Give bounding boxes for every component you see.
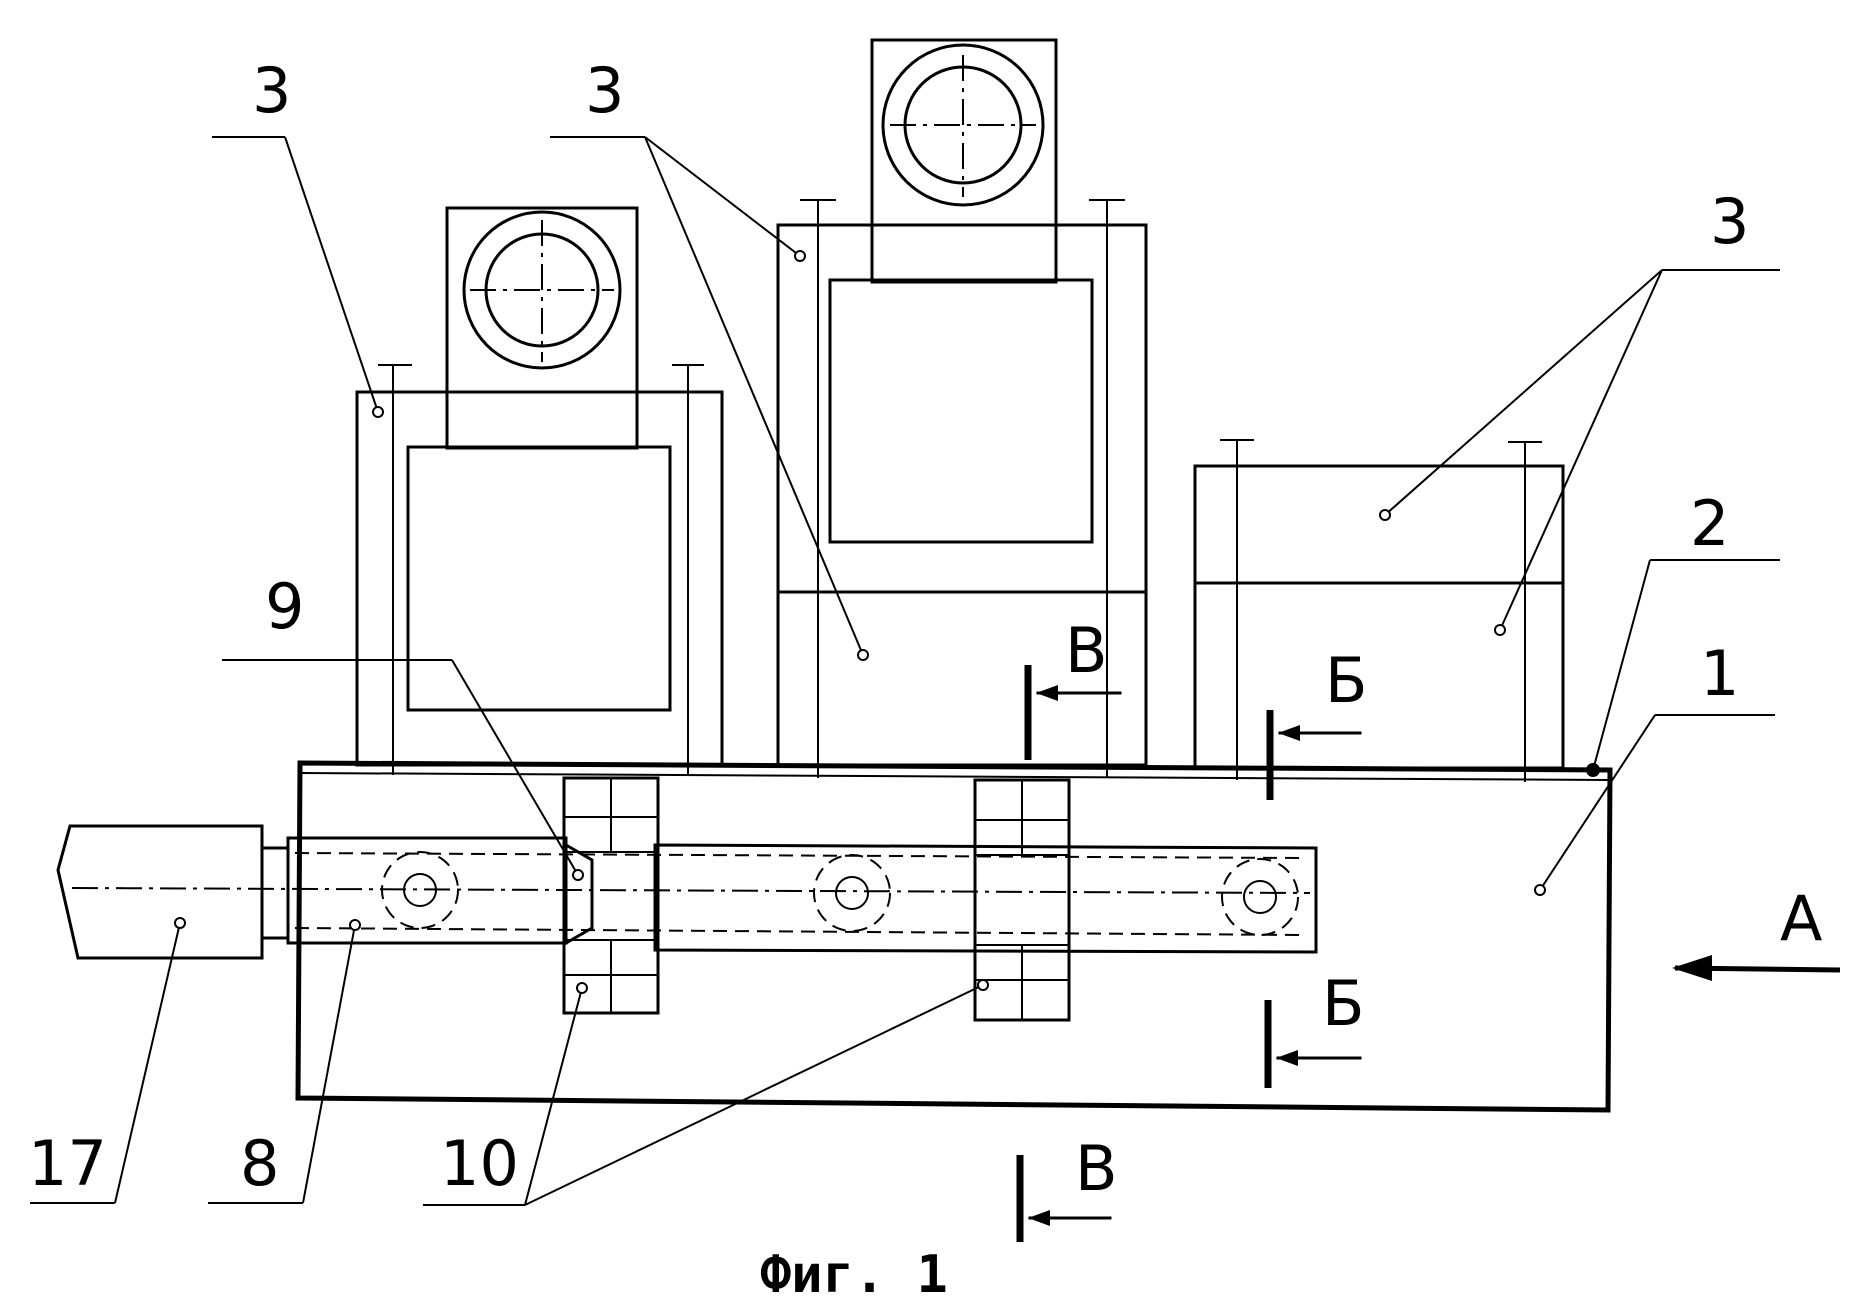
label-9: 9 — [265, 570, 304, 643]
base-frame — [298, 763, 1610, 1110]
label-3-right: 3 — [1710, 185, 1749, 258]
section-b-bottom: Б — [1322, 967, 1365, 1040]
label-8: 8 — [240, 1127, 279, 1200]
section-v-bottom: В — [1075, 1132, 1118, 1205]
section-b-top: Б — [1325, 644, 1368, 717]
conveyor — [72, 838, 1316, 952]
carriage-right — [975, 780, 1069, 1020]
label-2: 2 — [1690, 487, 1729, 560]
direction-a: А — [1780, 882, 1822, 955]
label-1: 1 — [1700, 637, 1739, 710]
carriage-left — [564, 778, 658, 1013]
leader-lines — [30, 137, 1780, 1205]
module-left — [357, 208, 722, 775]
label-3-middle: 3 — [585, 54, 624, 127]
drive-motor — [58, 826, 288, 958]
section-v-top: В — [1065, 614, 1108, 687]
figure-caption: Фиг. 1 — [760, 1245, 948, 1299]
section-marks — [1020, 665, 1840, 1242]
label-10: 10 — [440, 1127, 519, 1200]
label-3-left: 3 — [252, 54, 291, 127]
label-17: 17 — [28, 1127, 107, 1200]
